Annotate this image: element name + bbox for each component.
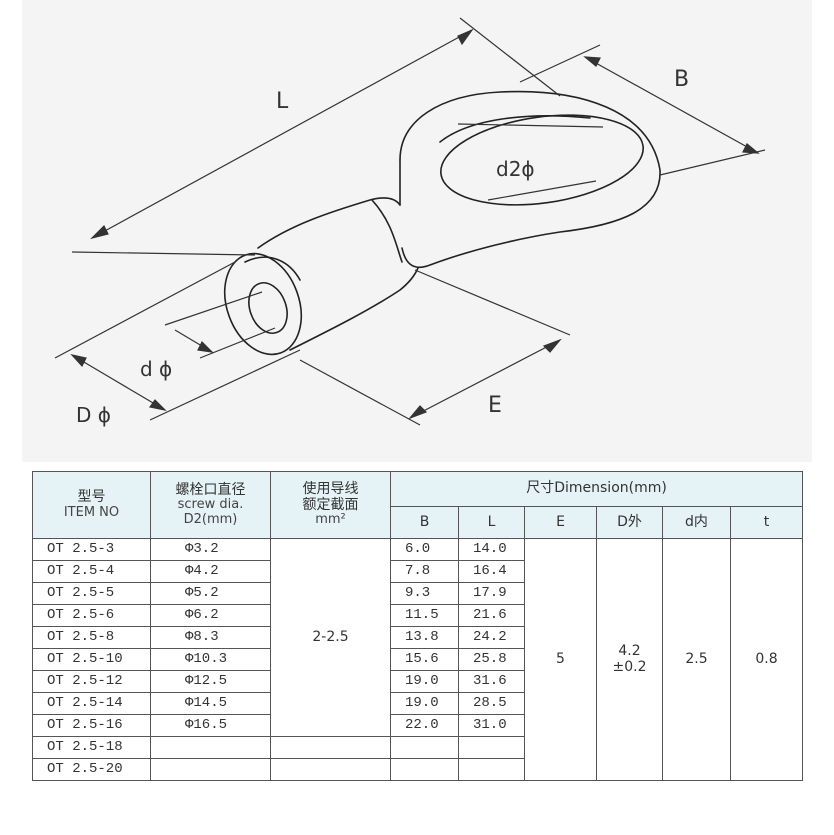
- header-item: 型号 ITEM NO: [32, 471, 151, 539]
- header-item-en: ITEM NO: [63, 504, 120, 520]
- header-col-B: B: [390, 506, 459, 539]
- label-E: E: [488, 393, 502, 418]
- table-row: OT 2.5-3 Φ3.2 2-2.5 6.0 14.0 5 4.2 ±0.2 …: [32, 538, 804, 781]
- cell-screw: Φ10.3: [150, 648, 271, 671]
- cell-screw: Φ3.2: [150, 538, 271, 561]
- cell-item: OT 2.5-5: [32, 582, 151, 605]
- header-col-L: L: [458, 506, 525, 539]
- cell-screw: Φ14.5: [150, 692, 271, 715]
- header-screw-en1: screw dia.: [177, 497, 244, 513]
- cell-L: 17.9: [458, 582, 525, 605]
- dimension-labels: L B d2ϕ d ϕ D ϕ E: [76, 67, 689, 427]
- cell-screw: Φ6.2: [150, 604, 271, 627]
- header-wire-cn1: 使用导线: [302, 481, 359, 498]
- cell-screw: [150, 736, 271, 759]
- cell-B: 6.0: [390, 538, 459, 561]
- cell-L: 14.0: [458, 538, 525, 561]
- cell-wire: 2-2.5: [270, 538, 391, 737]
- cell-item: OT 2.5-18: [32, 736, 151, 759]
- cell-B: 19.0: [390, 692, 459, 715]
- cell-item: OT 2.5-12: [32, 670, 151, 693]
- header-col-t: t: [729, 506, 804, 539]
- cell-B: 22.0: [390, 714, 459, 737]
- header-wire-cn2: 额定截面: [302, 496, 359, 513]
- label-L: L: [276, 89, 289, 114]
- cell-B: 7.8: [390, 560, 459, 583]
- cell-screw: Φ16.5: [150, 714, 271, 737]
- drawing-background: [22, 0, 812, 462]
- cell-item: OT 2.5-3: [32, 538, 151, 561]
- header-dimension: 尺寸Dimension(mm): [389, 471, 804, 507]
- cell-L: 31.0: [458, 714, 525, 737]
- cell-t: 0.8: [729, 538, 804, 781]
- cell-L: 25.8: [458, 648, 525, 671]
- cell-B: 9.3: [390, 582, 459, 605]
- table-row: OT 2.5-5 Φ5.2 9.3 17.9: [32, 582, 803, 605]
- cell-item: OT 2.5-20: [32, 758, 151, 781]
- header-wire-unit: mm²: [315, 512, 346, 528]
- table-row: OT 2.5-12 Φ12.5 19.0 31.6: [32, 670, 803, 693]
- cell-D-value: 4.2: [618, 643, 641, 660]
- label-B: B: [674, 67, 689, 92]
- header-screw: 螺栓口直径 screw dia. D2(mm): [150, 471, 271, 539]
- table-row: OT 2.5-6 Φ6.2 11.5 21.6: [32, 604, 803, 627]
- header-wire: 使用导线 额定截面 mm²: [270, 471, 391, 539]
- label-d: d ϕ: [140, 357, 172, 381]
- cell-B: 11.5: [390, 604, 459, 627]
- table-row: OT 2.5-14 Φ14.5 19.0 28.5: [32, 692, 803, 715]
- header-item-cn: 型号: [77, 489, 106, 506]
- cell-D-tolerance: ±0.2: [612, 658, 647, 675]
- table-row: OT 2.5-20: [32, 758, 803, 781]
- cell-E: 5: [524, 538, 597, 781]
- cell-B: 15.6: [390, 648, 459, 671]
- header-col-E: E: [524, 506, 597, 539]
- cell-item: OT 2.5-8: [32, 626, 151, 649]
- spec-table: 型号 ITEM NO 螺栓口直径 screw dia. D2(mm) 使用导线 …: [32, 471, 804, 781]
- cell-B: 13.8: [390, 626, 459, 649]
- cell-L: 31.6: [458, 670, 525, 693]
- cell-screw: Φ4.2: [150, 560, 271, 583]
- label-d2: d2ϕ: [496, 157, 535, 181]
- cell-d: 2.5: [662, 538, 731, 781]
- cell-B: 19.0: [390, 670, 459, 693]
- cell-L: [458, 736, 525, 759]
- dimension-lines: [54, 17, 766, 426]
- cell-L: 24.2: [458, 626, 525, 649]
- header-col-d: d内: [662, 506, 731, 539]
- cell-L: [458, 758, 525, 781]
- label-D: D ϕ: [76, 403, 111, 427]
- cell-screw: Φ8.3: [150, 626, 271, 649]
- cell-item: OT 2.5-16: [32, 714, 151, 737]
- cell-wire-empty: [270, 758, 391, 781]
- cell-L: 28.5: [458, 692, 525, 715]
- cell-screw: Φ5.2: [150, 582, 271, 605]
- cell-D: 4.2 ±0.2: [596, 538, 663, 781]
- table-row: OT 2.5-16 Φ16.5 22.0 31.0: [32, 714, 803, 737]
- header-screw-en2: D2(mm): [183, 511, 238, 527]
- ring-terminal-drawing: L B d2ϕ d ϕ D ϕ E: [22, 0, 812, 462]
- cell-screw: [150, 758, 271, 781]
- cell-item: OT 2.5-6: [32, 604, 151, 627]
- cell-screw: Φ12.5: [150, 670, 271, 693]
- cell-wire-empty: [270, 736, 391, 759]
- cell-B: [390, 736, 459, 759]
- cell-item: OT 2.5-4: [32, 560, 151, 583]
- cell-L: 16.4: [458, 560, 525, 583]
- header-col-D: D外: [596, 506, 663, 539]
- cell-L: 21.6: [458, 604, 525, 627]
- cell-item: OT 2.5-10: [32, 648, 151, 671]
- cell-B: [390, 758, 459, 781]
- header-screw-cn: 螺栓口直径: [175, 482, 246, 498]
- cell-item: OT 2.5-14: [32, 692, 151, 715]
- terminal-outline: [223, 90, 661, 356]
